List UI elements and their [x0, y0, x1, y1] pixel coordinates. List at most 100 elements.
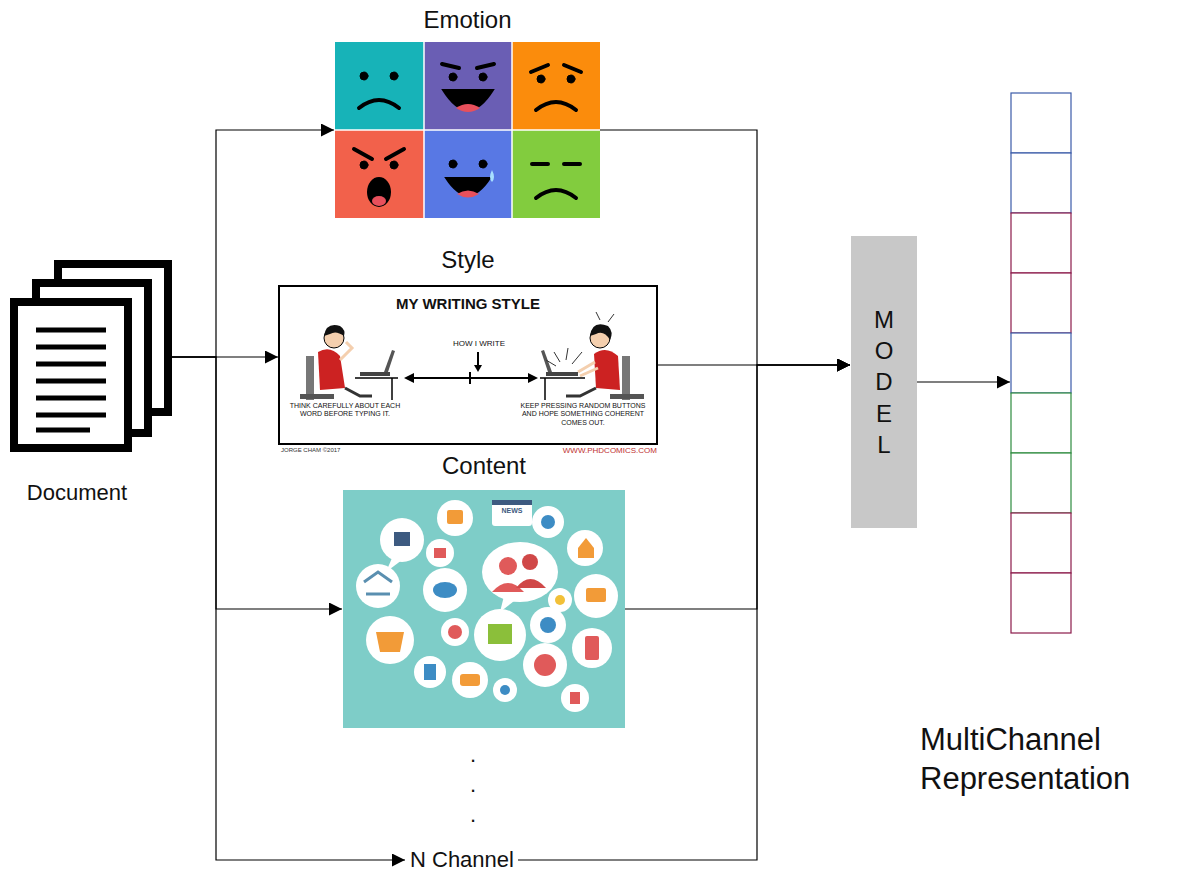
illustration-part: [500, 685, 510, 695]
illustration-part: [404, 373, 414, 383]
output-label: MultiChannel Representation: [920, 721, 1176, 799]
illustration-part: [566, 388, 596, 396]
illustration-part: [380, 518, 424, 562]
illustration-part: [546, 360, 556, 366]
illustration-part: [537, 75, 545, 83]
illustration-part: [528, 373, 538, 383]
illustration-part: [360, 161, 368, 169]
illustration-part: [469, 372, 471, 384]
channel-heading: Style: [279, 246, 657, 274]
icon-text: NEWS: [492, 507, 532, 514]
illustration-part: [555, 595, 565, 605]
illustration-part: [359, 72, 399, 108]
illustration-part: [546, 312, 614, 366]
illustration-part: [544, 378, 546, 400]
illustration-part: [474, 365, 482, 372]
illustration-part: [536, 102, 576, 110]
illustration-part: [540, 617, 556, 633]
illustration-part: [441, 618, 469, 646]
illustration-part: [492, 500, 532, 526]
illustration-part: [474, 609, 526, 661]
illustration-part: [530, 607, 566, 643]
illustration-part: [36, 362, 106, 367]
illustration-part: [318, 349, 345, 390]
illustration-part: [1011, 93, 1071, 153]
illustration-part: [426, 539, 454, 567]
model-box: MODEL: [851, 236, 917, 528]
illustration-part: [532, 162, 580, 166]
illustration-part: [1011, 273, 1071, 333]
comic-title: MY WRITING STYLE: [279, 295, 657, 312]
illustration-part: [512, 130, 600, 218]
illustration-part: [534, 654, 556, 676]
illustration-part: [482, 542, 558, 602]
illustration-part: [364, 500, 606, 704]
illustration-part: [372, 196, 386, 206]
illustration-part: [359, 100, 399, 108]
illustration-part: [449, 160, 457, 168]
illustration-part: [437, 500, 473, 536]
illustration-part: [36, 428, 90, 433]
emotion-grid: [335, 42, 600, 218]
illustration-part: [531, 65, 581, 72]
illustration-part: [394, 532, 410, 546]
ellipsis-dot: .: [470, 742, 476, 768]
illustration-part: [390, 161, 398, 169]
illustration-part: [446, 160, 494, 198]
comic-caption: KEEP PRESSING RANDOM BUTTONS AND HOPE SO…: [515, 402, 651, 427]
illustration-part: [390, 72, 398, 80]
illustration-part: [516, 579, 546, 588]
illustration-part: [340, 342, 352, 360]
illustration-part: [499, 557, 517, 575]
illustration-part: [423, 568, 467, 612]
illustration-part: [335, 129, 600, 131]
illustration-part: [414, 656, 446, 688]
content-collage: [343, 490, 625, 728]
illustration-part: [554, 352, 560, 362]
illustration-part: [335, 42, 424, 130]
flow-arrow: [518, 365, 850, 860]
illustration-part: [1011, 573, 1071, 633]
emotion-node: Emotion: [335, 42, 600, 218]
illustration-part: [479, 73, 487, 81]
illustration-part: [574, 574, 618, 618]
illustration-part: [586, 588, 606, 602]
illustration-part: [578, 362, 598, 376]
illustration-part: [452, 662, 488, 698]
illustration-part: [532, 506, 564, 538]
illustration-part: [447, 510, 463, 524]
illustration-part: [522, 554, 538, 570]
model-label: MODEL: [872, 304, 896, 460]
illustration-part: [356, 564, 400, 608]
illustration-part: [449, 73, 457, 81]
illustration-part: [596, 312, 600, 320]
illustration-part: [306, 356, 314, 400]
channel-label: N Channel: [410, 846, 514, 872]
illustration-part: [546, 372, 578, 376]
illustration-part: [590, 324, 612, 340]
illustration-part: [36, 328, 106, 333]
illustration-part: [442, 64, 494, 68]
illustration-part: [1011, 513, 1071, 573]
illustration-part: [424, 664, 436, 680]
illustration-part: [1011, 333, 1071, 393]
illustration-part: [566, 348, 568, 360]
illustration-part: [424, 42, 512, 130]
illustration-part: [541, 350, 552, 372]
channel-heading: Emotion: [335, 6, 600, 34]
illustration-part: [343, 490, 625, 728]
illustration-part: [572, 628, 612, 668]
illustration-part: [561, 684, 589, 712]
illustration-part: [360, 72, 368, 80]
illustration-part: [460, 674, 480, 686]
vector-node: MultiChannel Representation: [1011, 93, 1071, 633]
flow-arrow: [172, 130, 334, 357]
illustration-part: [490, 170, 494, 182]
illustration-part: [345, 388, 372, 396]
channel-heading: Content: [343, 452, 625, 480]
illustration-part: [364, 572, 392, 594]
frantic-writer: [540, 312, 644, 400]
illustration-part: [448, 625, 462, 639]
illustration-part: [594, 350, 620, 390]
illustration-part: [585, 636, 599, 660]
